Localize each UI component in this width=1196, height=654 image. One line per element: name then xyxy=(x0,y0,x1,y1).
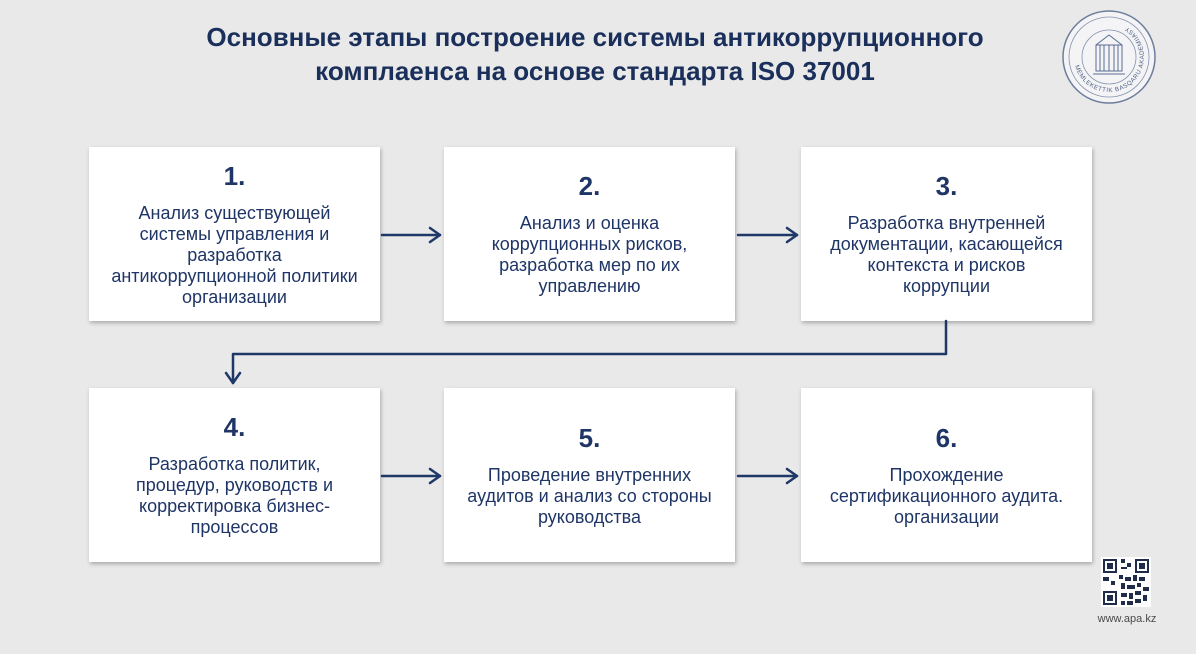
step-text: Разработка политик, процедур, руководств… xyxy=(135,454,334,537)
step-text: Проведение внутренних аудитов и анализ с… xyxy=(467,464,712,527)
step-number: 5. xyxy=(578,422,601,453)
step-card-3: 3. Разработка внутренней документации, к… xyxy=(801,147,1092,321)
step-number: 2. xyxy=(578,171,601,201)
arrow-head-5-to-6 xyxy=(785,467,799,485)
arrow-head-4-to-5 xyxy=(428,467,442,485)
arrow-head-3-to-4 xyxy=(224,371,242,385)
arrow-3-to-4 xyxy=(231,319,948,385)
step-card-6: 6. Прохождение сертификационного аудита.… xyxy=(801,388,1092,562)
step-text: Прохождение сертификационного аудита. ор… xyxy=(829,464,1064,527)
title-line-1: Основные этапы построение системы антико… xyxy=(206,22,984,52)
step-card-2: 2. Анализ и оценка коррупционных рисков,… xyxy=(444,147,735,321)
title-line-2: комплаенса на основе стандарта ISO 37001 xyxy=(315,56,875,86)
arrow-head-2-to-3 xyxy=(785,226,799,244)
step-text: Анализ и оценка коррупционных рисков, ра… xyxy=(491,213,688,296)
academy-seal-icon: MEMLEKETTIK BASQARU AKADEMIIASY xyxy=(1062,10,1156,104)
step-text: Анализ существующей системы управления и… xyxy=(111,202,358,307)
step-number: 1. xyxy=(223,160,246,191)
step-card-4: 4. Разработка политик, процедур, руковод… xyxy=(89,388,380,562)
page-title: Основные этапы построение системы антико… xyxy=(130,20,1060,88)
step-card-1: 1. Анализ существующей системы управлени… xyxy=(89,147,380,321)
step-number: 3. xyxy=(935,171,958,201)
step-card-5: 5. Проведение внутренних аудитов и анали… xyxy=(444,388,735,562)
step-number: 6. xyxy=(935,422,958,453)
arrow-head-1-to-2 xyxy=(428,226,442,244)
qr-code-icon xyxy=(1101,557,1151,607)
step-number: 4. xyxy=(223,412,246,442)
step-text: Разработка внутренней документации, каса… xyxy=(830,213,1063,296)
website-url: www.apa.kz xyxy=(1097,613,1157,625)
